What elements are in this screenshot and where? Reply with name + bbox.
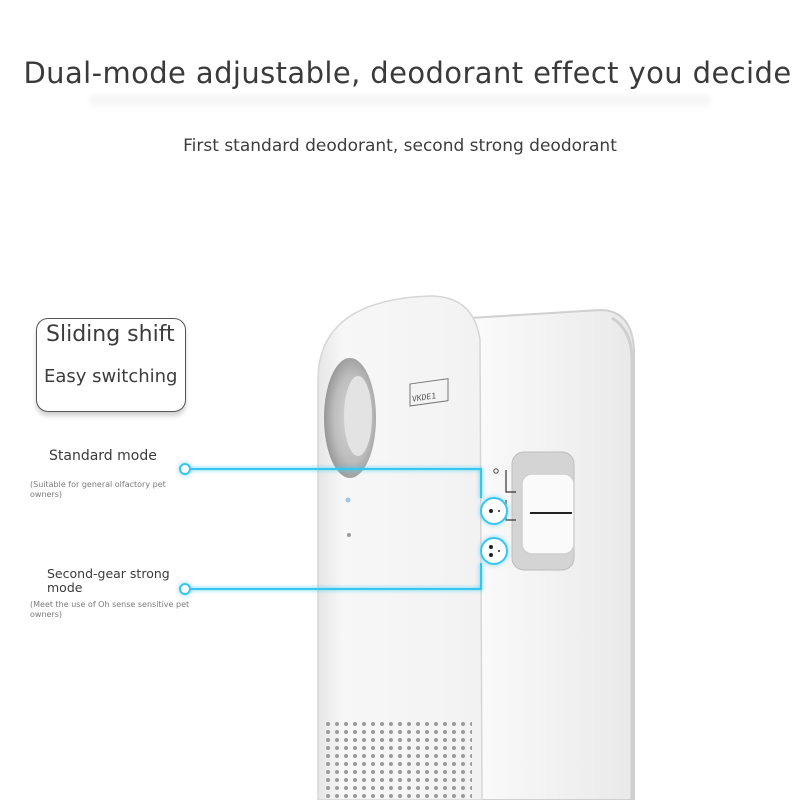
indicator-light-grey (347, 533, 351, 537)
indicator-light-blue (345, 497, 351, 503)
headline-shadow (90, 96, 710, 110)
strong-mode-note: (Meet the use of Oh sense sensitive pet … (30, 600, 190, 619)
feature-tag-subtitle: Easy switching (44, 366, 178, 387)
strong-mode-title: Second-gear strong mode (47, 566, 170, 595)
callout-strong-mode (179, 537, 508, 595)
standard-mode-note: (Suitable for general olfactory pet owne… (30, 480, 166, 499)
speaker-grill (326, 722, 472, 800)
feature-tag-title: Sliding shift (46, 322, 175, 347)
feature-tag-box (36, 318, 186, 412)
headline: Dual-mode adjustable, deodorant effect y… (23, 56, 792, 90)
brand-logo: VKDE1 (409, 378, 449, 407)
subheadline: First standard deodorant, second strong … (183, 136, 617, 156)
standard-mode-title: Standard mode (49, 448, 157, 464)
brand-logo-text: VKDE1 (412, 391, 436, 403)
callout-standard-mode (179, 463, 508, 525)
